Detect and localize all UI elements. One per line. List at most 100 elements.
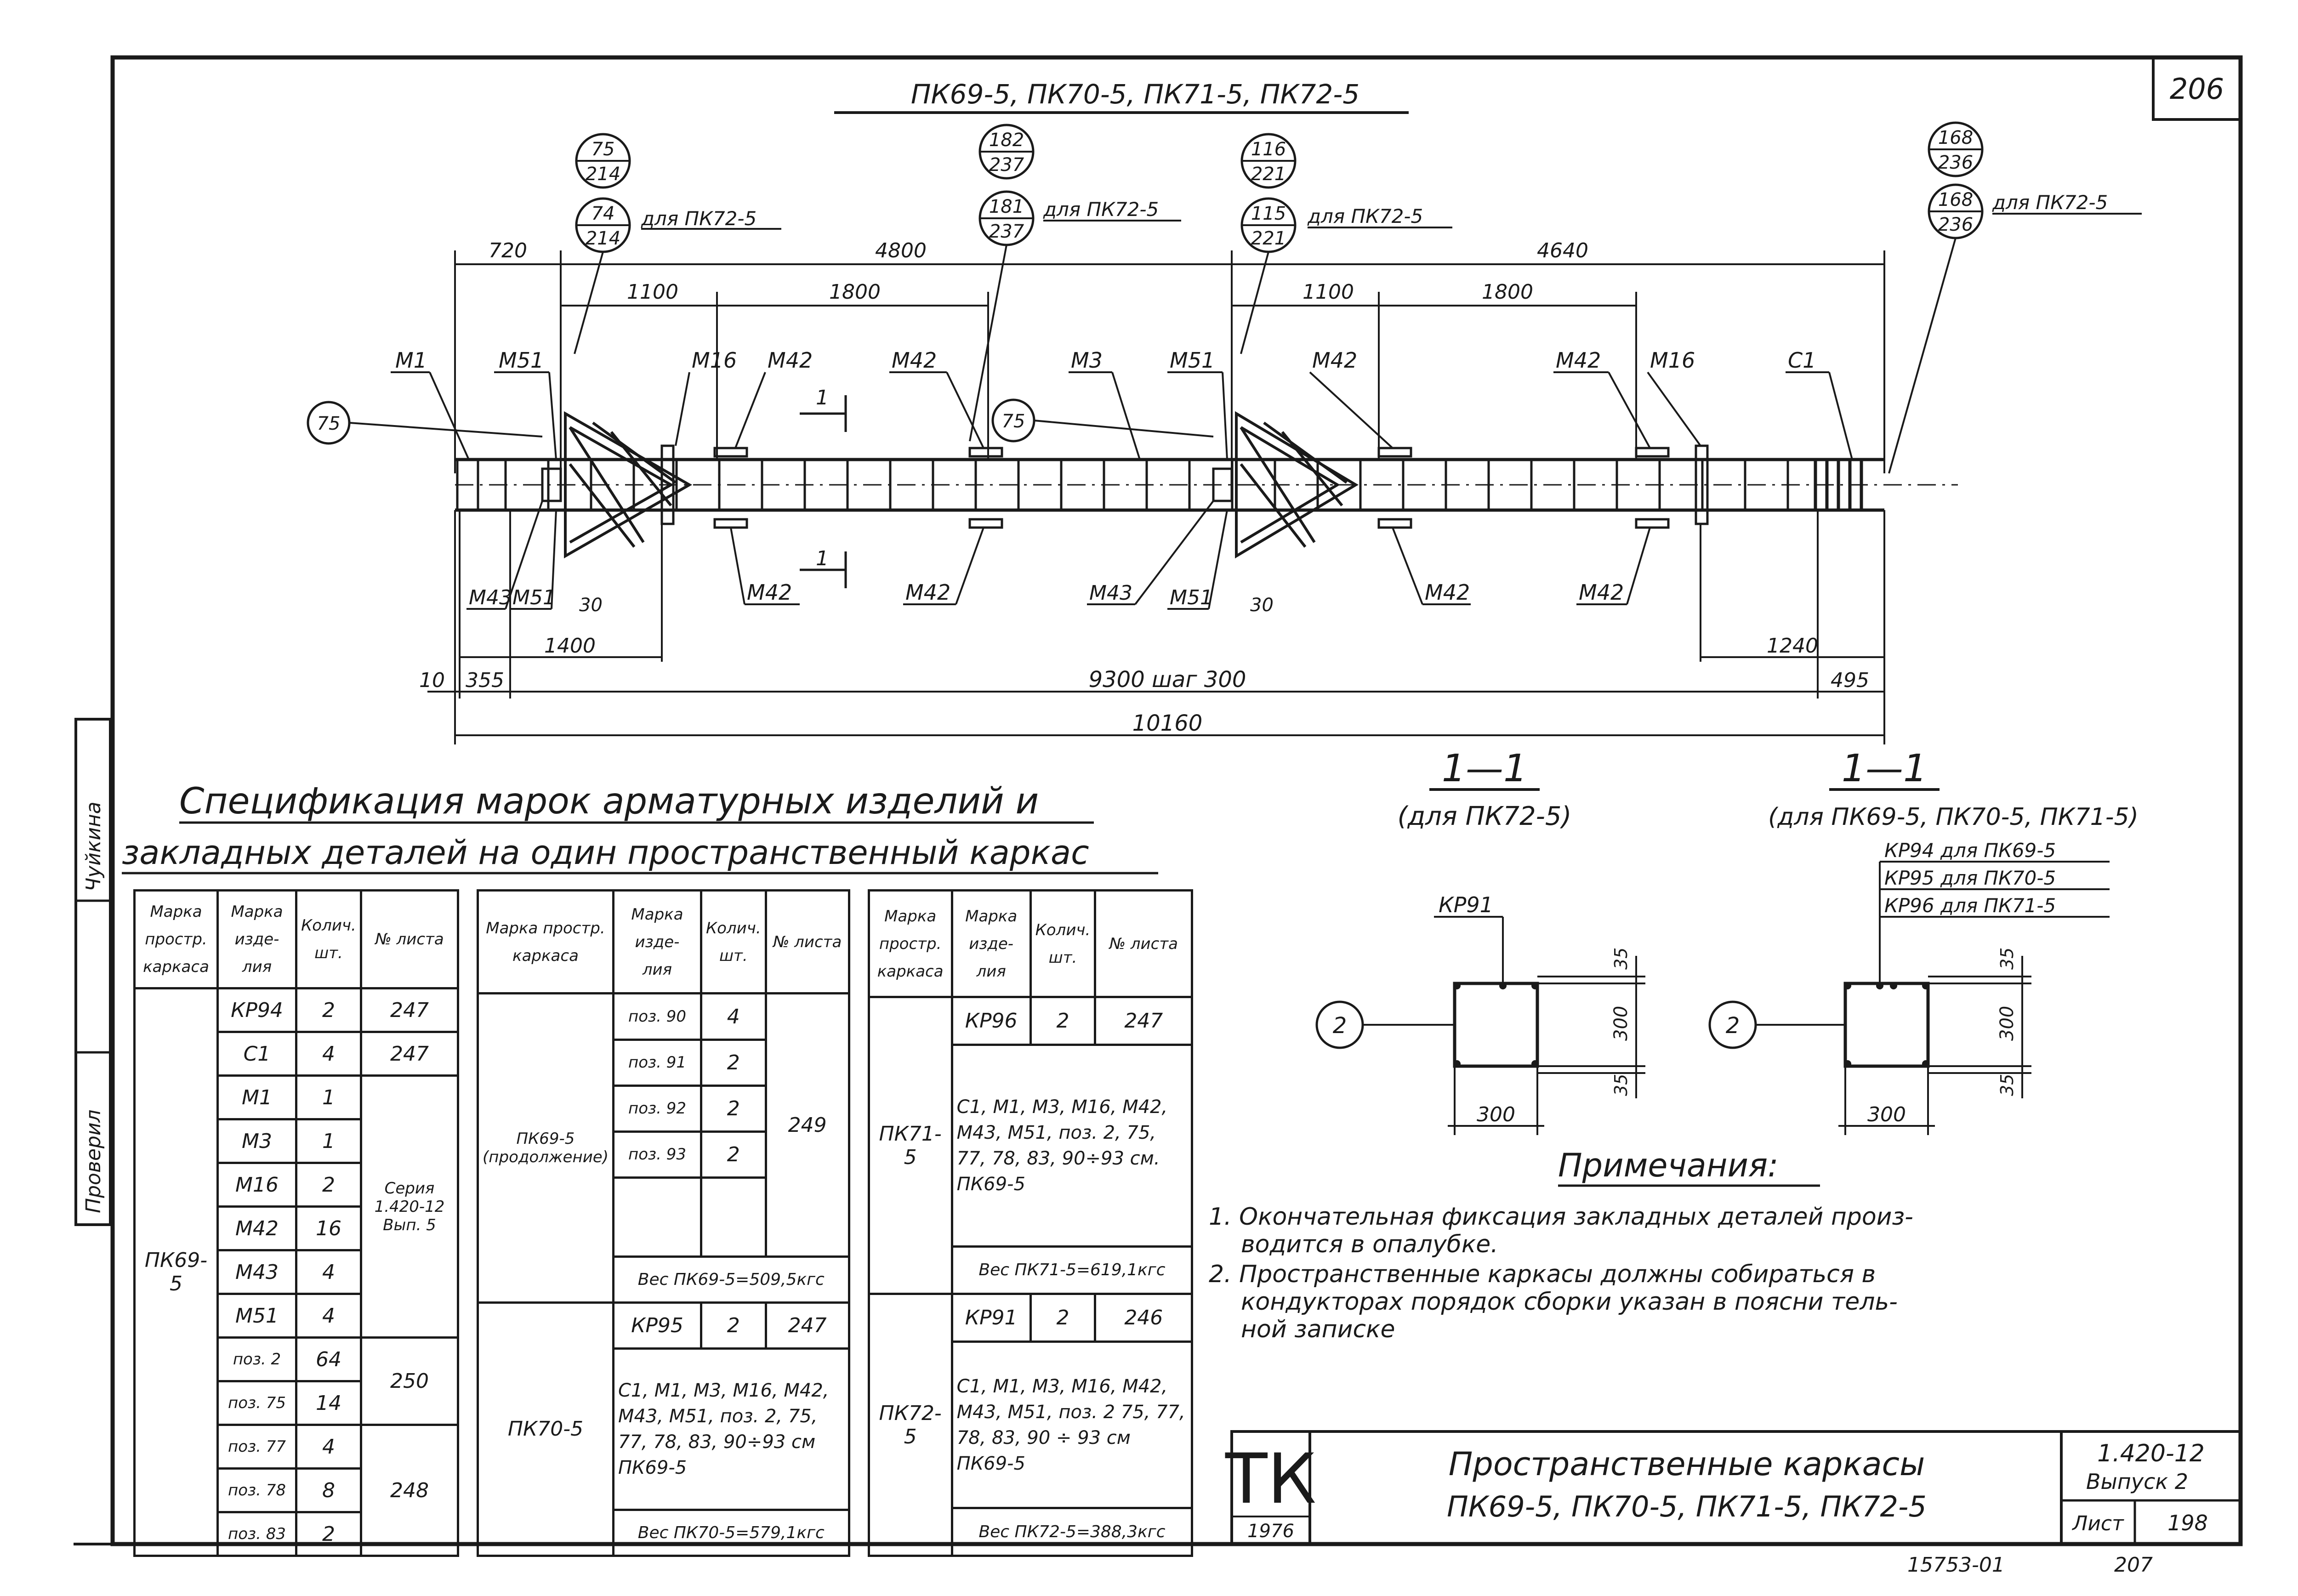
svg-text:ной записке: ной записке xyxy=(1241,1316,1395,1343)
svg-text:для ПК72-5: для ПК72-5 xyxy=(641,207,757,230)
svg-text:(для ПК72-5): (для ПК72-5) xyxy=(1398,801,1572,831)
lower-mark-labels: М43 М51 30 М42 М42 М43 М51 30 М42 М42 xyxy=(466,500,1651,616)
spec-table-1: Марка простр. каркаса Марка изде- лия Ко… xyxy=(133,889,459,1557)
sheet-number: 206 xyxy=(2170,72,2224,106)
stamp-name-1: Чуйкина xyxy=(82,801,105,892)
svg-text:237: 237 xyxy=(989,154,1024,176)
svg-text:30: 30 xyxy=(579,595,603,616)
svg-text:9300 шаг 300: 9300 шаг 300 xyxy=(1089,667,1246,693)
svg-text:1. Окончательная фиксация закл: 1. Окончательная фиксация закладных дета… xyxy=(1209,1203,1913,1231)
svg-text:М16: М16 xyxy=(1650,348,1695,373)
top-dimensions xyxy=(454,250,1885,473)
svg-text:для ПК72-5: для ПК72-5 xyxy=(1043,198,1159,221)
svg-text:2: 2 xyxy=(1726,1013,1740,1039)
spec-table-3: Марка простр. каркаса Марка изде- лия Ко… xyxy=(867,889,1194,1557)
svg-text:300: 300 xyxy=(1997,1006,2018,1041)
svg-text:для ПК72-5: для ПК72-5 xyxy=(1992,191,2108,214)
svg-text:1400: 1400 xyxy=(544,634,596,658)
svg-text:М51: М51 xyxy=(499,348,544,373)
svg-text:1800: 1800 xyxy=(829,280,881,304)
section-marker-top: 1 xyxy=(800,386,847,432)
svg-text:30: 30 xyxy=(1250,595,1274,616)
svg-text:181: 181 xyxy=(989,196,1024,217)
svg-text:М42: М42 xyxy=(747,580,792,605)
svg-text:1240: 1240 xyxy=(1767,634,1818,658)
svg-text:300: 300 xyxy=(1867,1103,1906,1126)
svg-text:водится в опалубке.: водится в опалубке. xyxy=(1241,1231,1498,1258)
svg-text:М1: М1 xyxy=(395,348,427,373)
svg-text:КР95 для ПК70-5: КР95 для ПК70-5 xyxy=(1884,867,2056,889)
drawing-title: ПК69-5, ПК70-5, ПК71-5, ПК72-5 xyxy=(911,79,1359,110)
svg-text:74: 74 xyxy=(592,203,615,224)
svg-text:300: 300 xyxy=(1477,1103,1515,1126)
title-block: ТК 1976 Пространственные каркасы ПК69-5,… xyxy=(1225,1430,2242,1545)
svg-text:75: 75 xyxy=(1002,411,1025,432)
svg-text:М42: М42 xyxy=(768,348,813,373)
notes: Примечания: 1. Окончательная фиксация за… xyxy=(1209,1147,1913,1343)
svg-text:М42: М42 xyxy=(1556,348,1601,373)
spec-title-1: Спецификация марок арматурных изделий и xyxy=(179,781,1039,822)
spec-tables: Марка простр. каркаса Марка изде- лия Ко… xyxy=(133,889,1194,1557)
svg-text:для ПК72-5: для ПК72-5 xyxy=(1307,205,1423,227)
svg-text:4800: 4800 xyxy=(875,239,927,262)
svg-text:Выпуск 2: Выпуск 2 xyxy=(2086,1469,2188,1494)
svg-text:М51: М51 xyxy=(1170,348,1215,373)
sheet-number-box xyxy=(2152,56,2242,121)
callout-group-3: 116 221 115 221 для ПК72-5 xyxy=(1240,133,1452,253)
svg-text:75: 75 xyxy=(317,413,341,434)
svg-text:М43: М43 xyxy=(469,586,512,609)
svg-text:ПК69-5, ПК70-5, ПК71-5, ПК72-5: ПК69-5, ПК70-5, ПК71-5, ПК72-5 xyxy=(1447,1490,1927,1523)
svg-text:35: 35 xyxy=(1997,948,2017,970)
svg-text:35: 35 xyxy=(1611,1074,1631,1096)
svg-text:221: 221 xyxy=(1251,228,1286,249)
svg-text:35: 35 xyxy=(1611,948,1631,970)
svg-text:КР94 для ПК69-5: КР94 для ПК69-5 xyxy=(1884,839,2056,862)
svg-text:М16: М16 xyxy=(692,348,737,373)
svg-text:М3: М3 xyxy=(1071,348,1103,373)
svg-text:Лист: Лист xyxy=(2071,1512,2124,1535)
svg-text:221: 221 xyxy=(1251,164,1286,185)
svg-text:214: 214 xyxy=(586,164,620,185)
svg-text:М42: М42 xyxy=(892,348,937,373)
svg-text:115: 115 xyxy=(1251,203,1286,224)
svg-text:75: 75 xyxy=(592,139,615,160)
svg-text:М51: М51 xyxy=(1170,586,1213,609)
svg-text:2. Пространственные каркасы до: 2. Пространственные каркасы должны собир… xyxy=(1209,1261,1876,1288)
svg-text:168: 168 xyxy=(1938,127,1973,148)
svg-text:720: 720 xyxy=(489,239,527,262)
svg-text:35: 35 xyxy=(1997,1074,2017,1096)
svg-text:М42: М42 xyxy=(1579,580,1624,605)
svg-text:КР96 для ПК71-5: КР96 для ПК71-5 xyxy=(1884,894,2056,917)
svg-text:495: 495 xyxy=(1831,669,1869,692)
svg-text:1100: 1100 xyxy=(1303,280,1354,304)
svg-text:4640: 4640 xyxy=(1537,239,1588,262)
svg-text:236: 236 xyxy=(1938,214,1973,235)
svg-text:2: 2 xyxy=(1333,1013,1347,1039)
section-a: 1—1 (для ПК72-5) КР91 2 35 300 35 300 xyxy=(1315,747,1645,1135)
svg-text:(для ПК69-5, ПК70-5, ПК71-5): (для ПК69-5, ПК70-5, ПК71-5) xyxy=(1768,803,2139,831)
svg-text:1976: 1976 xyxy=(1247,1521,1294,1542)
svg-text:С1: С1 xyxy=(1788,348,1816,373)
frame-elevation xyxy=(455,411,1958,559)
svg-text:237: 237 xyxy=(989,221,1024,242)
svg-text:1—1: 1—1 xyxy=(1842,747,1927,790)
svg-text:1: 1 xyxy=(816,386,829,409)
svg-text:1800: 1800 xyxy=(1482,280,1533,304)
svg-text:300: 300 xyxy=(1610,1006,1632,1041)
archive-code: 15753-01 xyxy=(1907,1553,2005,1577)
callout-group-1: 75 214 74 214 для ПК72-5 xyxy=(575,133,781,253)
svg-text:355: 355 xyxy=(466,669,504,692)
svg-text:М51: М51 xyxy=(512,586,556,609)
svg-text:Пространственные каркасы: Пространственные каркасы xyxy=(1449,1445,1925,1483)
svg-text:М42: М42 xyxy=(905,580,950,605)
section-b: 1—1 (для ПК69-5, ПК70-5, ПК71-5) КР94 дл… xyxy=(1708,747,2139,1135)
svg-text:198: 198 xyxy=(2167,1511,2208,1535)
svg-text:182: 182 xyxy=(989,130,1024,151)
section-marker-bottom: 1 xyxy=(800,547,847,588)
svg-text:кондукторах порядок сборки ука: кондукторах порядок сборки указан в пояс… xyxy=(1241,1288,1898,1316)
svg-text:10160: 10160 xyxy=(1132,710,1203,736)
svg-text:М43: М43 xyxy=(1089,581,1132,605)
svg-text:214: 214 xyxy=(586,228,620,249)
svg-text:1—1: 1—1 xyxy=(1442,747,1527,790)
